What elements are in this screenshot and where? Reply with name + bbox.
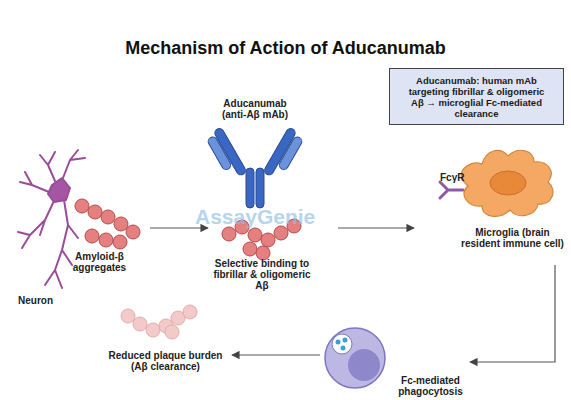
amyloid-bead: [222, 227, 236, 241]
antibody-node: Aducanumab (anti-Aβ mAb) Selective bindin…: [208, 98, 338, 298]
light-chain: [278, 135, 304, 171]
amyloid-bead: [75, 199, 89, 213]
neuron-axon: [45, 200, 78, 288]
amyloid-bead: [121, 309, 135, 323]
microglia-drawing: [440, 150, 553, 216]
phagocyte-node: Fc-mediated phagocytosis: [320, 325, 470, 397]
info-box: Aducanumab: human mAb targeting fibrilla…: [389, 68, 564, 125]
engulfed-amyloid: [336, 340, 341, 345]
antibody-arm: [263, 127, 305, 182]
neuron-node: Amyloid-β aggregatesNeuron: [10, 145, 150, 315]
amyloid-bead: [126, 225, 140, 239]
watermark: AssayGenie: [195, 205, 315, 229]
amyloid-bead: [133, 317, 147, 331]
antibody-stem: [256, 168, 264, 208]
amyloid-bead: [85, 229, 99, 243]
engulfed-amyloid: [343, 338, 348, 343]
faded-plaque: [121, 305, 197, 339]
amyloid-bead: [99, 233, 113, 247]
amyloid-bead: [165, 325, 179, 339]
flow-arrow: [338, 227, 414, 228]
antibody-caption: Selective binding to fibrillar & oligome…: [207, 258, 317, 291]
light-chain: [207, 135, 233, 171]
receptor-label: FcγR: [440, 172, 464, 183]
microglia-node: FcγRMicroglia (brain resident immune cel…: [414, 135, 564, 265]
phagosome: [332, 334, 352, 354]
amyloid-bead: [261, 233, 275, 247]
flow-arrow: [232, 354, 320, 355]
neuron-caption: Neuron: [18, 295, 53, 306]
flow-arrow: [470, 265, 555, 362]
amyloid-bead: [88, 205, 102, 219]
antibody-caption: Aducanumab (anti-Aβ mAb): [210, 98, 300, 120]
amyloid-aggregate: [75, 199, 140, 249]
neuron-caption: Amyloid-β aggregates: [62, 251, 137, 273]
amyloid-bead: [101, 210, 115, 224]
amyloid-bead: [256, 246, 270, 260]
amyloid-bead: [248, 228, 262, 242]
plaque-caption: Reduced plaque burden (Aβ clearance): [108, 350, 223, 372]
amyloid-bead: [114, 217, 128, 231]
amyloid-bead: [183, 305, 197, 319]
phagocyte-nucleus: [348, 349, 380, 381]
info-text: Aducanumab: human mAb targeting fibrilla…: [406, 75, 547, 119]
amyloid-bead: [274, 226, 288, 240]
antibody-arm: [205, 127, 247, 182]
microglia-caption: Microglia (brain resident immune cell): [455, 227, 570, 249]
phagocyte-drawing: [325, 328, 385, 388]
engulfed-amyloid: [341, 346, 346, 351]
phagocyte-cell: [325, 328, 385, 388]
diagram-title: Mechanism of Action of Aducanumab: [0, 38, 571, 59]
fc-receptor: [440, 182, 463, 198]
microglia-cell: [461, 150, 553, 216]
amyloid-bead: [113, 235, 127, 249]
antibody-drawing: [205, 127, 306, 208]
neuron-soma: [48, 178, 70, 202]
plaque-node: Reduced plaque burden (Aβ clearance): [97, 300, 232, 390]
phagocytosis-caption: Fc-mediated phagocytosis: [393, 375, 468, 397]
amyloid-bead: [146, 323, 160, 337]
microglia-nucleus: [490, 171, 526, 195]
antibody-stem: [246, 168, 254, 208]
amyloid-bead: [243, 242, 257, 256]
